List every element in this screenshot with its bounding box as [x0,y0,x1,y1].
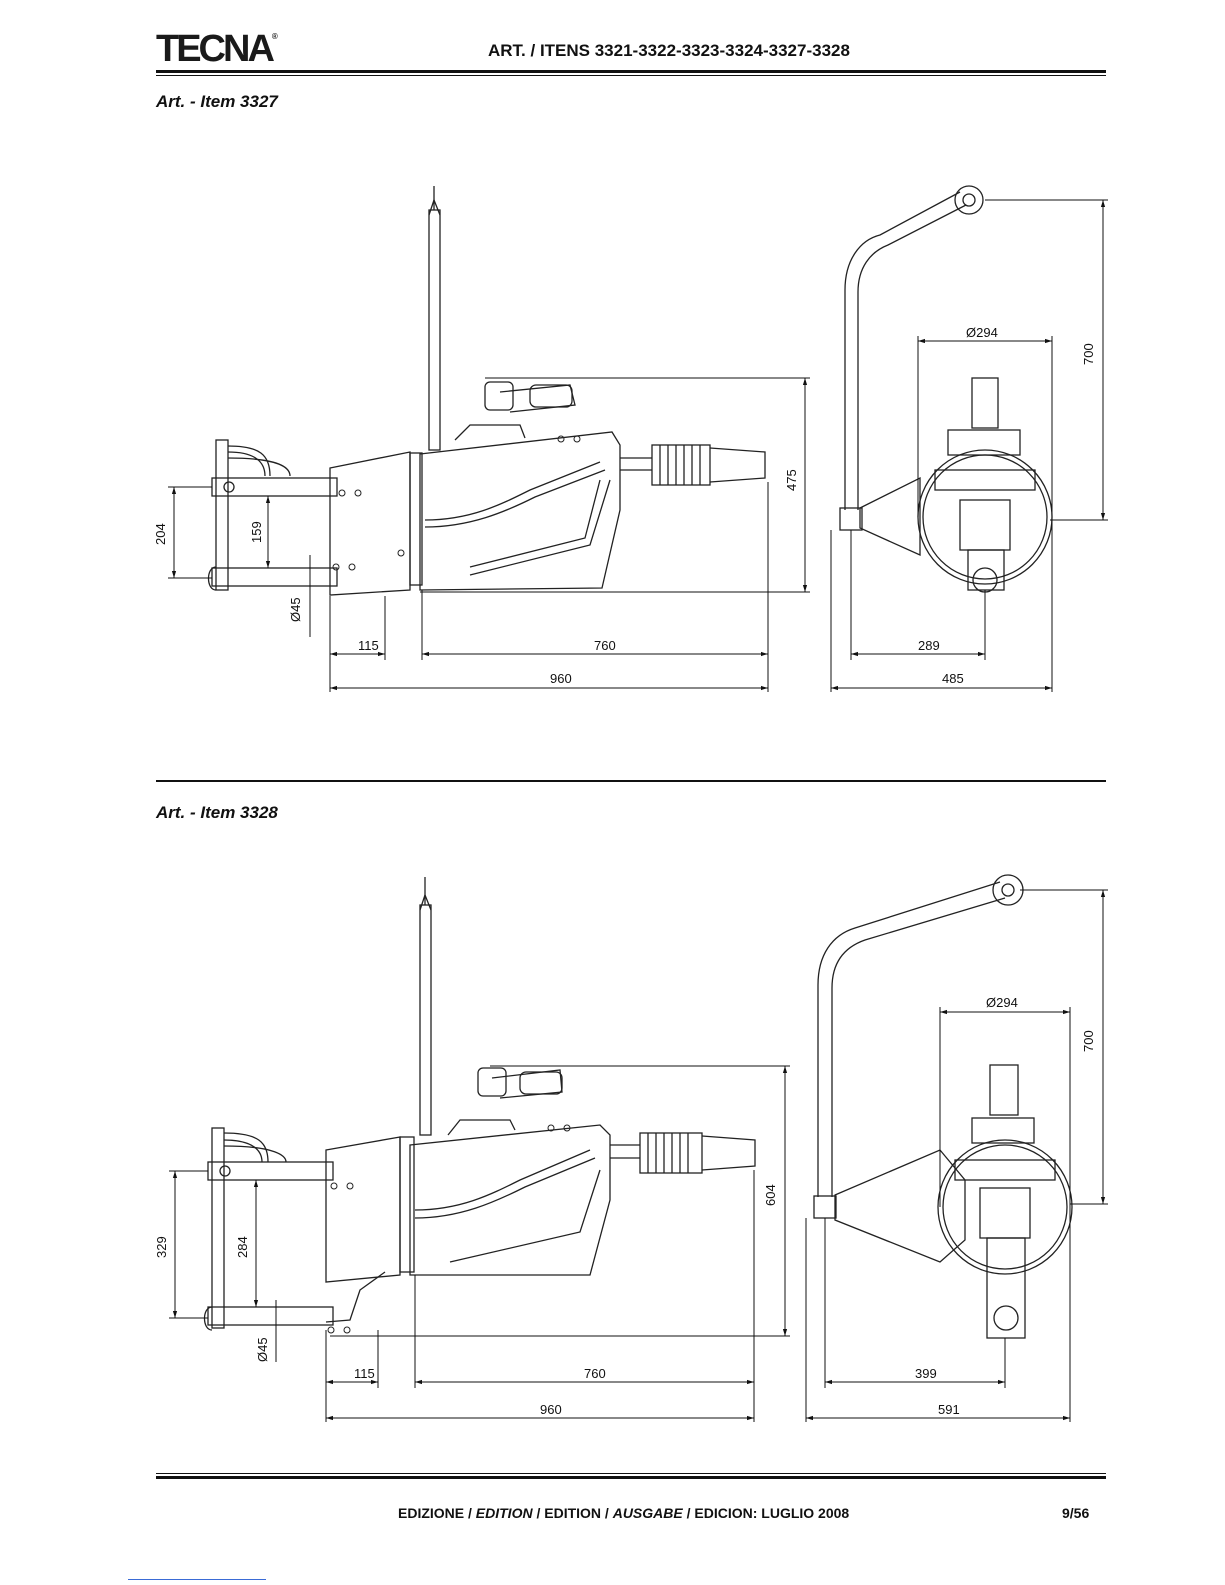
dim-159: 159 [249,521,264,543]
dim-475: 475 [784,469,799,491]
rear-view-3327 [840,186,1052,592]
side-view-3327 [209,186,766,595]
dim-204: 204 [153,523,168,545]
dim-760: 760 [584,1366,606,1381]
dim-289: 289 [918,638,940,653]
edition-label-it: EDIZIONE / [398,1505,476,1521]
rear-view-3328 [814,875,1072,1338]
dim-115: 115 [354,1366,375,1381]
dim-700: 700 [1081,343,1096,365]
footer-rule-thin [156,1473,1106,1474]
dim-485: 485 [942,671,964,686]
dim-329: 329 [154,1236,169,1258]
dim-284: 284 [235,1236,250,1258]
dim-604: 604 [763,1184,778,1206]
dim-diameter-294: Ø294 [966,325,998,340]
dim-diameter-294: Ø294 [986,995,1018,1010]
edition-date: / EDICION: LUGLIO 2008 [683,1505,849,1521]
edition-label-en: EDITION [476,1505,533,1521]
dim-diameter-45: Ø45 [255,1337,270,1362]
dim-115: 115 [358,638,379,653]
dim-399: 399 [915,1366,937,1381]
dim-diameter-45: Ø45 [288,597,303,622]
edition-label-de: AUSGABE [613,1505,683,1521]
edition-info: EDIZIONE / EDITION / EDITION / AUSGABE /… [398,1505,849,1521]
dim-700: 700 [1081,1030,1096,1052]
dim-760: 760 [594,638,616,653]
dim-960: 960 [540,1402,562,1417]
link-underline [128,1579,266,1580]
side-view-3328 [205,877,756,1333]
edition-label-fr: / EDITION / [533,1505,613,1521]
dimensions-rear-3327 [831,200,1108,692]
page-number: 9/56 [1062,1505,1089,1521]
footer-rule-thick [156,1476,1106,1479]
dim-591: 591 [938,1402,960,1417]
dim-960: 960 [550,671,572,686]
dimensions-rear-3328 [806,890,1108,1422]
